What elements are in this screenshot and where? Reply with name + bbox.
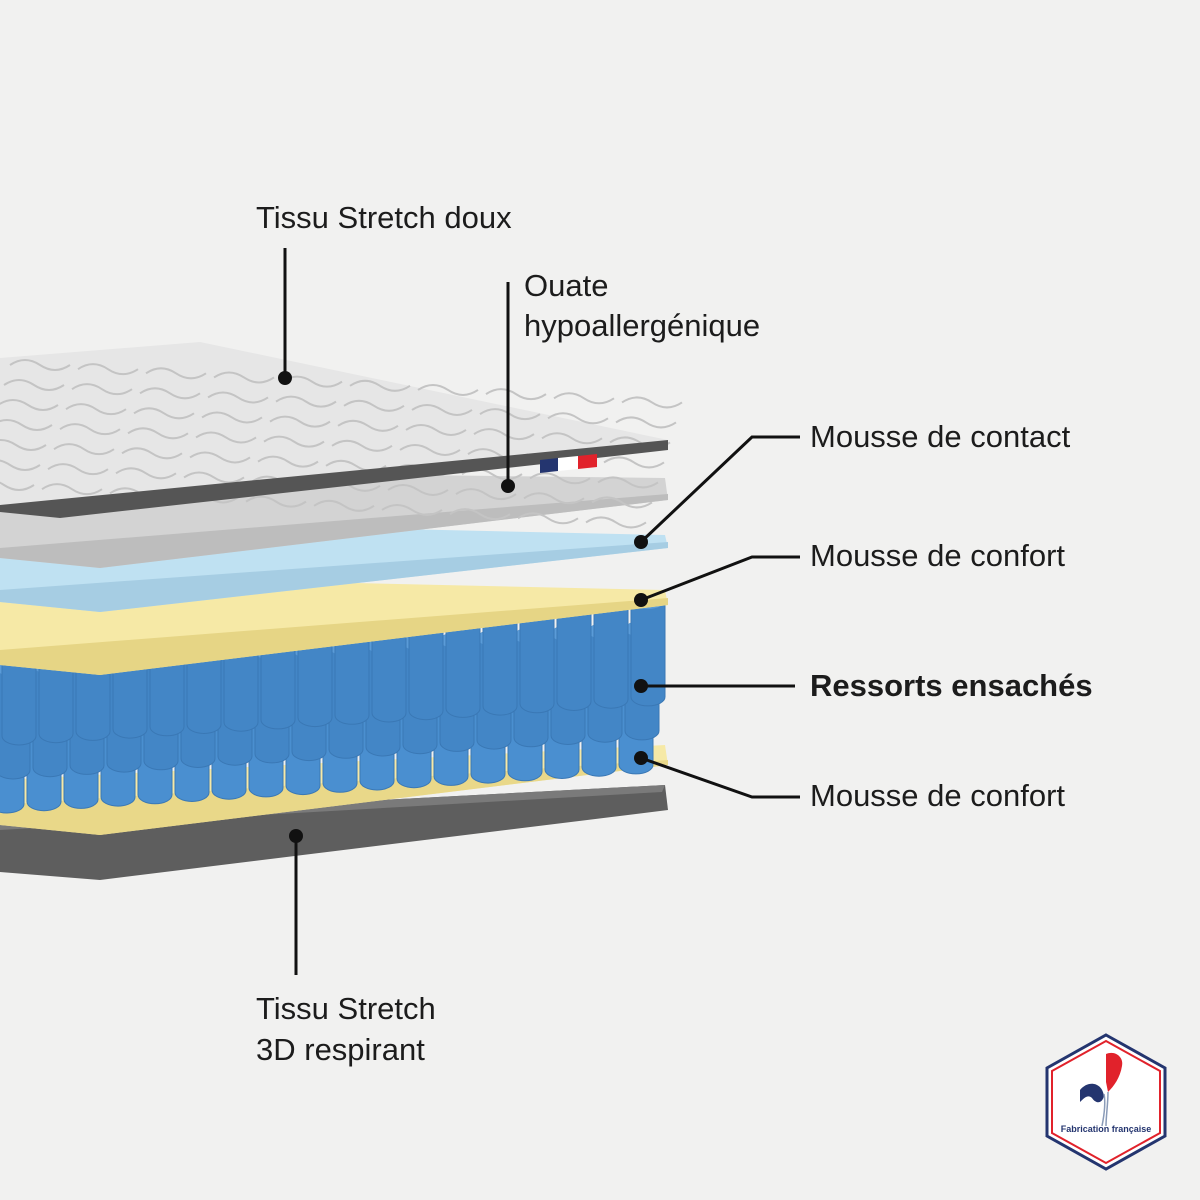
label-mousse-confort-bottom: Mousse de confort — [810, 778, 1066, 813]
quilt-stitch — [603, 456, 665, 469]
quilt-stitch — [411, 403, 473, 416]
quilt-stitch — [455, 488, 517, 501]
quilt-stitch — [553, 392, 615, 405]
label-mousse-confort-top: Mousse de confort — [810, 538, 1066, 573]
quilt-stitch — [257, 455, 319, 468]
quilt-stitch — [615, 416, 677, 429]
label-ouate-line2: hypoallergénique — [524, 308, 761, 343]
quilt-stitch — [213, 371, 275, 384]
layer-edge — [0, 542, 668, 612]
label-ressorts-ensaches: Ressorts ensachés — [810, 668, 1093, 703]
quilt-stitch — [343, 399, 405, 412]
quilt-stitch — [399, 443, 461, 456]
layer-tissu-3d — [0, 785, 668, 880]
quilt-stitch — [331, 439, 393, 452]
quilt-stitch — [523, 492, 585, 505]
quilt-stitch — [417, 383, 479, 396]
quilt-stitch — [0, 439, 47, 451]
rooster-tail-icon — [1080, 1083, 1104, 1103]
french-flag-icon — [540, 454, 597, 473]
quilt-stitch — [139, 387, 201, 400]
badge-text: Fabrication française — [1060, 1124, 1152, 1134]
quilt-stitch — [183, 471, 245, 484]
layer-edge — [0, 440, 668, 518]
quilt-stitch — [529, 472, 591, 485]
quilt-stitch — [59, 423, 121, 436]
leader-lines — [283, 248, 800, 975]
quilt-stitch — [195, 431, 257, 444]
rooster-comb-icon — [1106, 1052, 1123, 1092]
quilt-stitch — [269, 415, 331, 428]
quilt-stitch — [145, 367, 207, 380]
fabrication-francaise-logo — [1045, 1033, 1167, 1171]
quilt-stitch — [53, 443, 115, 456]
label-mousse-contact: Mousse de contact — [810, 419, 1071, 454]
pocket-springs — [0, 592, 666, 814]
label-tissu-3d-line2: 3D respirant — [256, 1032, 425, 1067]
quilt-stitch — [121, 447, 183, 460]
quilt-stitch — [541, 432, 603, 445]
quilt-stitch — [485, 388, 547, 401]
quilt-stitch — [71, 383, 133, 396]
quilt-stitch — [41, 483, 103, 496]
quilt-stitch — [245, 495, 307, 508]
quilt-stitch — [133, 407, 195, 420]
quilt-stitch — [47, 463, 109, 476]
quilt-stitch — [585, 516, 647, 529]
quilt-stitch — [0, 399, 59, 411]
quilt-stitch — [405, 423, 467, 436]
leader-dots — [278, 371, 648, 843]
quilt-stitch — [201, 411, 263, 424]
quilt-stitch — [479, 408, 541, 421]
quilt-stitch — [0, 459, 41, 471]
quilt-stitch — [115, 467, 177, 480]
label-tissu-stretch-doux: Tissu Stretch doux — [256, 200, 512, 235]
quilt-stitch — [547, 412, 609, 425]
label-ouate-line1: Ouate — [524, 268, 609, 303]
quilt-stitch — [349, 379, 411, 392]
quilt-stitch — [0, 481, 35, 491]
quilt-stitch — [3, 379, 65, 391]
quilt-stitch — [77, 363, 139, 376]
quilt-stitch — [65, 403, 127, 416]
quilt-stitch — [517, 512, 579, 525]
quilt-stitch — [591, 496, 653, 509]
quilt-stitch — [9, 359, 71, 371]
quilt-stitch — [621, 396, 683, 409]
label-tissu-3d-line1: Tissu Stretch — [256, 991, 436, 1026]
quilt-stitch — [263, 435, 325, 448]
quilt-stitch — [337, 419, 399, 432]
layer-edge — [0, 598, 668, 675]
quilt-stitch — [313, 499, 375, 512]
quilt-stitch — [381, 503, 443, 516]
quilt-stitch — [387, 483, 449, 496]
quilt-stitch — [275, 395, 337, 408]
quilt-stitch — [127, 427, 189, 440]
quilt-pattern — [0, 359, 683, 529]
layer-edge — [0, 494, 668, 568]
quilt-stitch — [189, 451, 251, 464]
quilt-stitch — [207, 391, 269, 404]
quilt-stitch — [473, 428, 535, 441]
layer-tissu-stretch-doux — [0, 342, 668, 515]
quilt-stitch — [0, 419, 53, 431]
quilt-stitch — [449, 508, 511, 521]
quilt-stitch — [597, 476, 659, 489]
